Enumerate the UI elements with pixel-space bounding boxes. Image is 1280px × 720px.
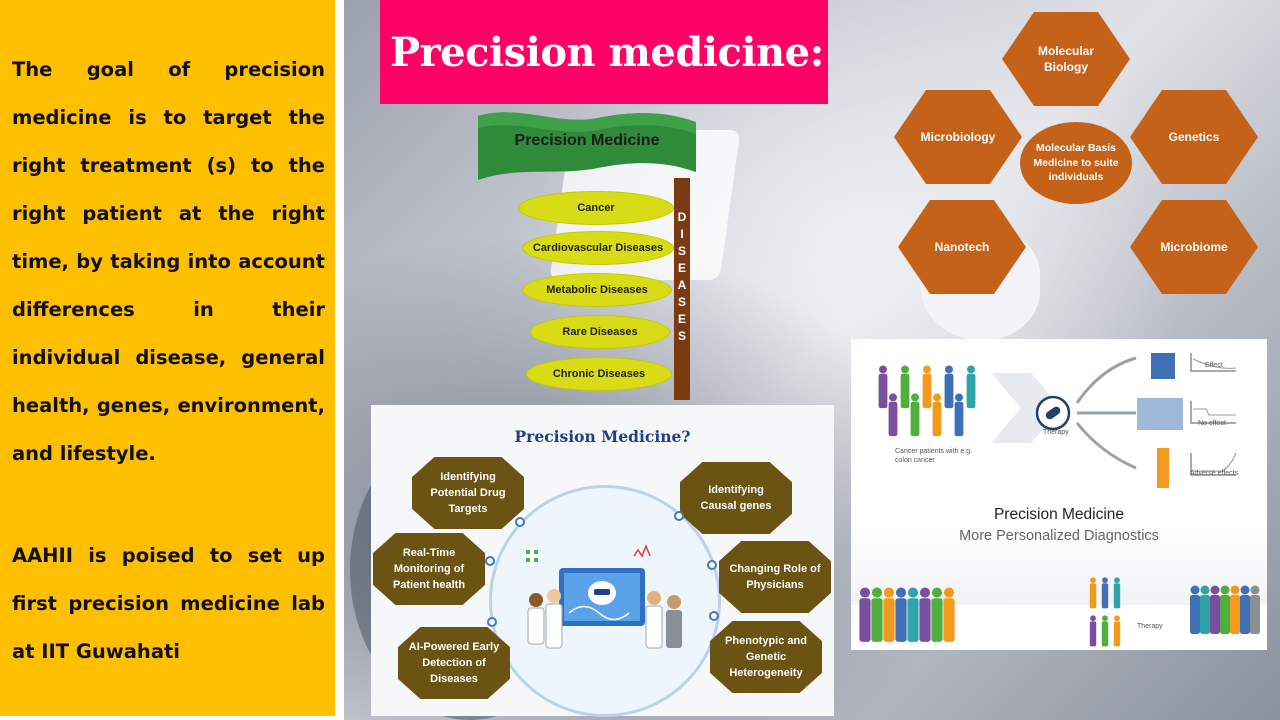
signpost-flag — [478, 112, 696, 180]
therapy-label-bottom: Therapy — [1137, 623, 1163, 630]
person-figure — [878, 365, 888, 409]
outcome-no-effect: No effect — [1198, 420, 1226, 427]
item-real-time-monitoring: Real-Time Monitoring of Patient health — [373, 533, 485, 605]
connector-dot — [707, 560, 717, 570]
left-text-panel: The goal of precision medicine is to tar… — [0, 0, 335, 716]
diagram-subtitle: More Personalized Diagnostics — [959, 528, 1159, 544]
pole-letter: A — [677, 278, 687, 292]
person-figure — [1190, 585, 1200, 634]
slide-title: Precision medicine: — [390, 28, 824, 76]
patients-label: Cancer patients with e.g. colon cancer — [895, 448, 973, 464]
pole-letter: S — [677, 329, 686, 343]
person-figure — [1230, 585, 1240, 634]
molecular-basis-circle: Molecular Basis Medicine to suite indivi… — [1020, 122, 1132, 204]
person-figure — [888, 393, 898, 437]
person-figure — [966, 365, 976, 409]
person-figure — [871, 587, 883, 642]
aahii-paragraph: AAHII is poised to set up first precisio… — [12, 544, 325, 663]
person-figure — [919, 587, 931, 642]
person-figure — [859, 587, 871, 642]
precision-medicine-infographic: Precision Medicine? Identifying Potentia… — [371, 405, 834, 717]
person-figure — [931, 587, 943, 642]
item-identifying-drug-targets: Identifying Potential Drug Targets — [412, 457, 524, 529]
outcome-adverse-effects: Adverse effects — [1190, 470, 1239, 477]
pole-letter: E — [677, 312, 686, 326]
item-phenotypic-genetic-heterogeneity: Phenotypic and Genetic Heterogeneity — [710, 621, 822, 693]
person-figure — [1250, 585, 1260, 634]
person-figure — [1101, 615, 1109, 647]
signpost-pole — [674, 178, 690, 400]
pole-letter: I — [680, 227, 684, 241]
person-figure — [932, 393, 942, 437]
person-figure — [1089, 615, 1097, 647]
disease-oval-cancer: Cancer — [518, 191, 674, 225]
disease-oval-chronic: Chronic Diseases — [526, 357, 672, 391]
person-figure — [895, 587, 907, 642]
pole-letter: S — [677, 295, 686, 309]
person-figure — [883, 587, 895, 642]
person-figure — [910, 393, 920, 437]
infographic-title: Precision Medicine? — [514, 427, 691, 446]
connector-dot — [674, 511, 684, 521]
person-figure — [1210, 585, 1220, 634]
diagram-title: Precision Medicine — [993, 506, 1125, 523]
person-figure — [900, 365, 910, 409]
person-figure — [922, 365, 932, 409]
patient-figures-group-bottom — [859, 577, 1260, 647]
signpost-flag-label: Precision Medicine — [514, 132, 660, 149]
patient-figures-group — [878, 365, 976, 437]
person-figure — [1113, 577, 1121, 609]
item-changing-role-physicians: Changing Role of Physicians — [719, 541, 831, 613]
disease-oval-rare: Rare Diseases — [530, 315, 670, 349]
item-identifying-causal-genes: Identifying Causal genes — [680, 462, 792, 534]
person-figure — [1089, 577, 1097, 609]
personalized-diagnostics-diagram: Cancer patients with e.g. colon cancer T… — [851, 339, 1267, 650]
person-figure — [954, 393, 964, 437]
disease-oval-cardiovascular: Cardiovascular Diseases — [522, 231, 674, 265]
person-figure — [944, 365, 954, 409]
person-figure — [1101, 577, 1109, 609]
person-figure — [1113, 615, 1121, 647]
goal-paragraph: The goal of precision medicine is to tar… — [12, 58, 325, 465]
connector-dot — [515, 517, 525, 527]
therapy-label-top: Therapy — [1043, 429, 1069, 436]
person-figure — [1240, 585, 1250, 634]
disease-oval-metabolic: Metabolic Diseases — [522, 273, 672, 307]
title-banner: Precision medicine: — [380, 0, 828, 104]
pole-letter: D — [677, 210, 687, 224]
person-figure — [943, 587, 955, 642]
pole-letter: E — [677, 261, 686, 275]
connector-dot — [487, 617, 497, 627]
outcome-effect: Effect — [1205, 362, 1223, 369]
connector-dot — [485, 556, 495, 566]
hex-microbiome: Microbiome — [1130, 200, 1258, 294]
person-figure — [1200, 585, 1210, 634]
hex-genetics: Genetics — [1130, 90, 1258, 184]
doctors-illustration — [522, 543, 682, 649]
pole-letter: S — [677, 244, 686, 258]
person-figure — [907, 587, 919, 642]
item-ai-powered-detection: AI-Powered Early Detection of Diseases — [398, 627, 510, 699]
person-figure — [1220, 585, 1230, 634]
connector-dot — [709, 611, 719, 621]
therapy-arrow-shape — [991, 353, 1237, 488]
